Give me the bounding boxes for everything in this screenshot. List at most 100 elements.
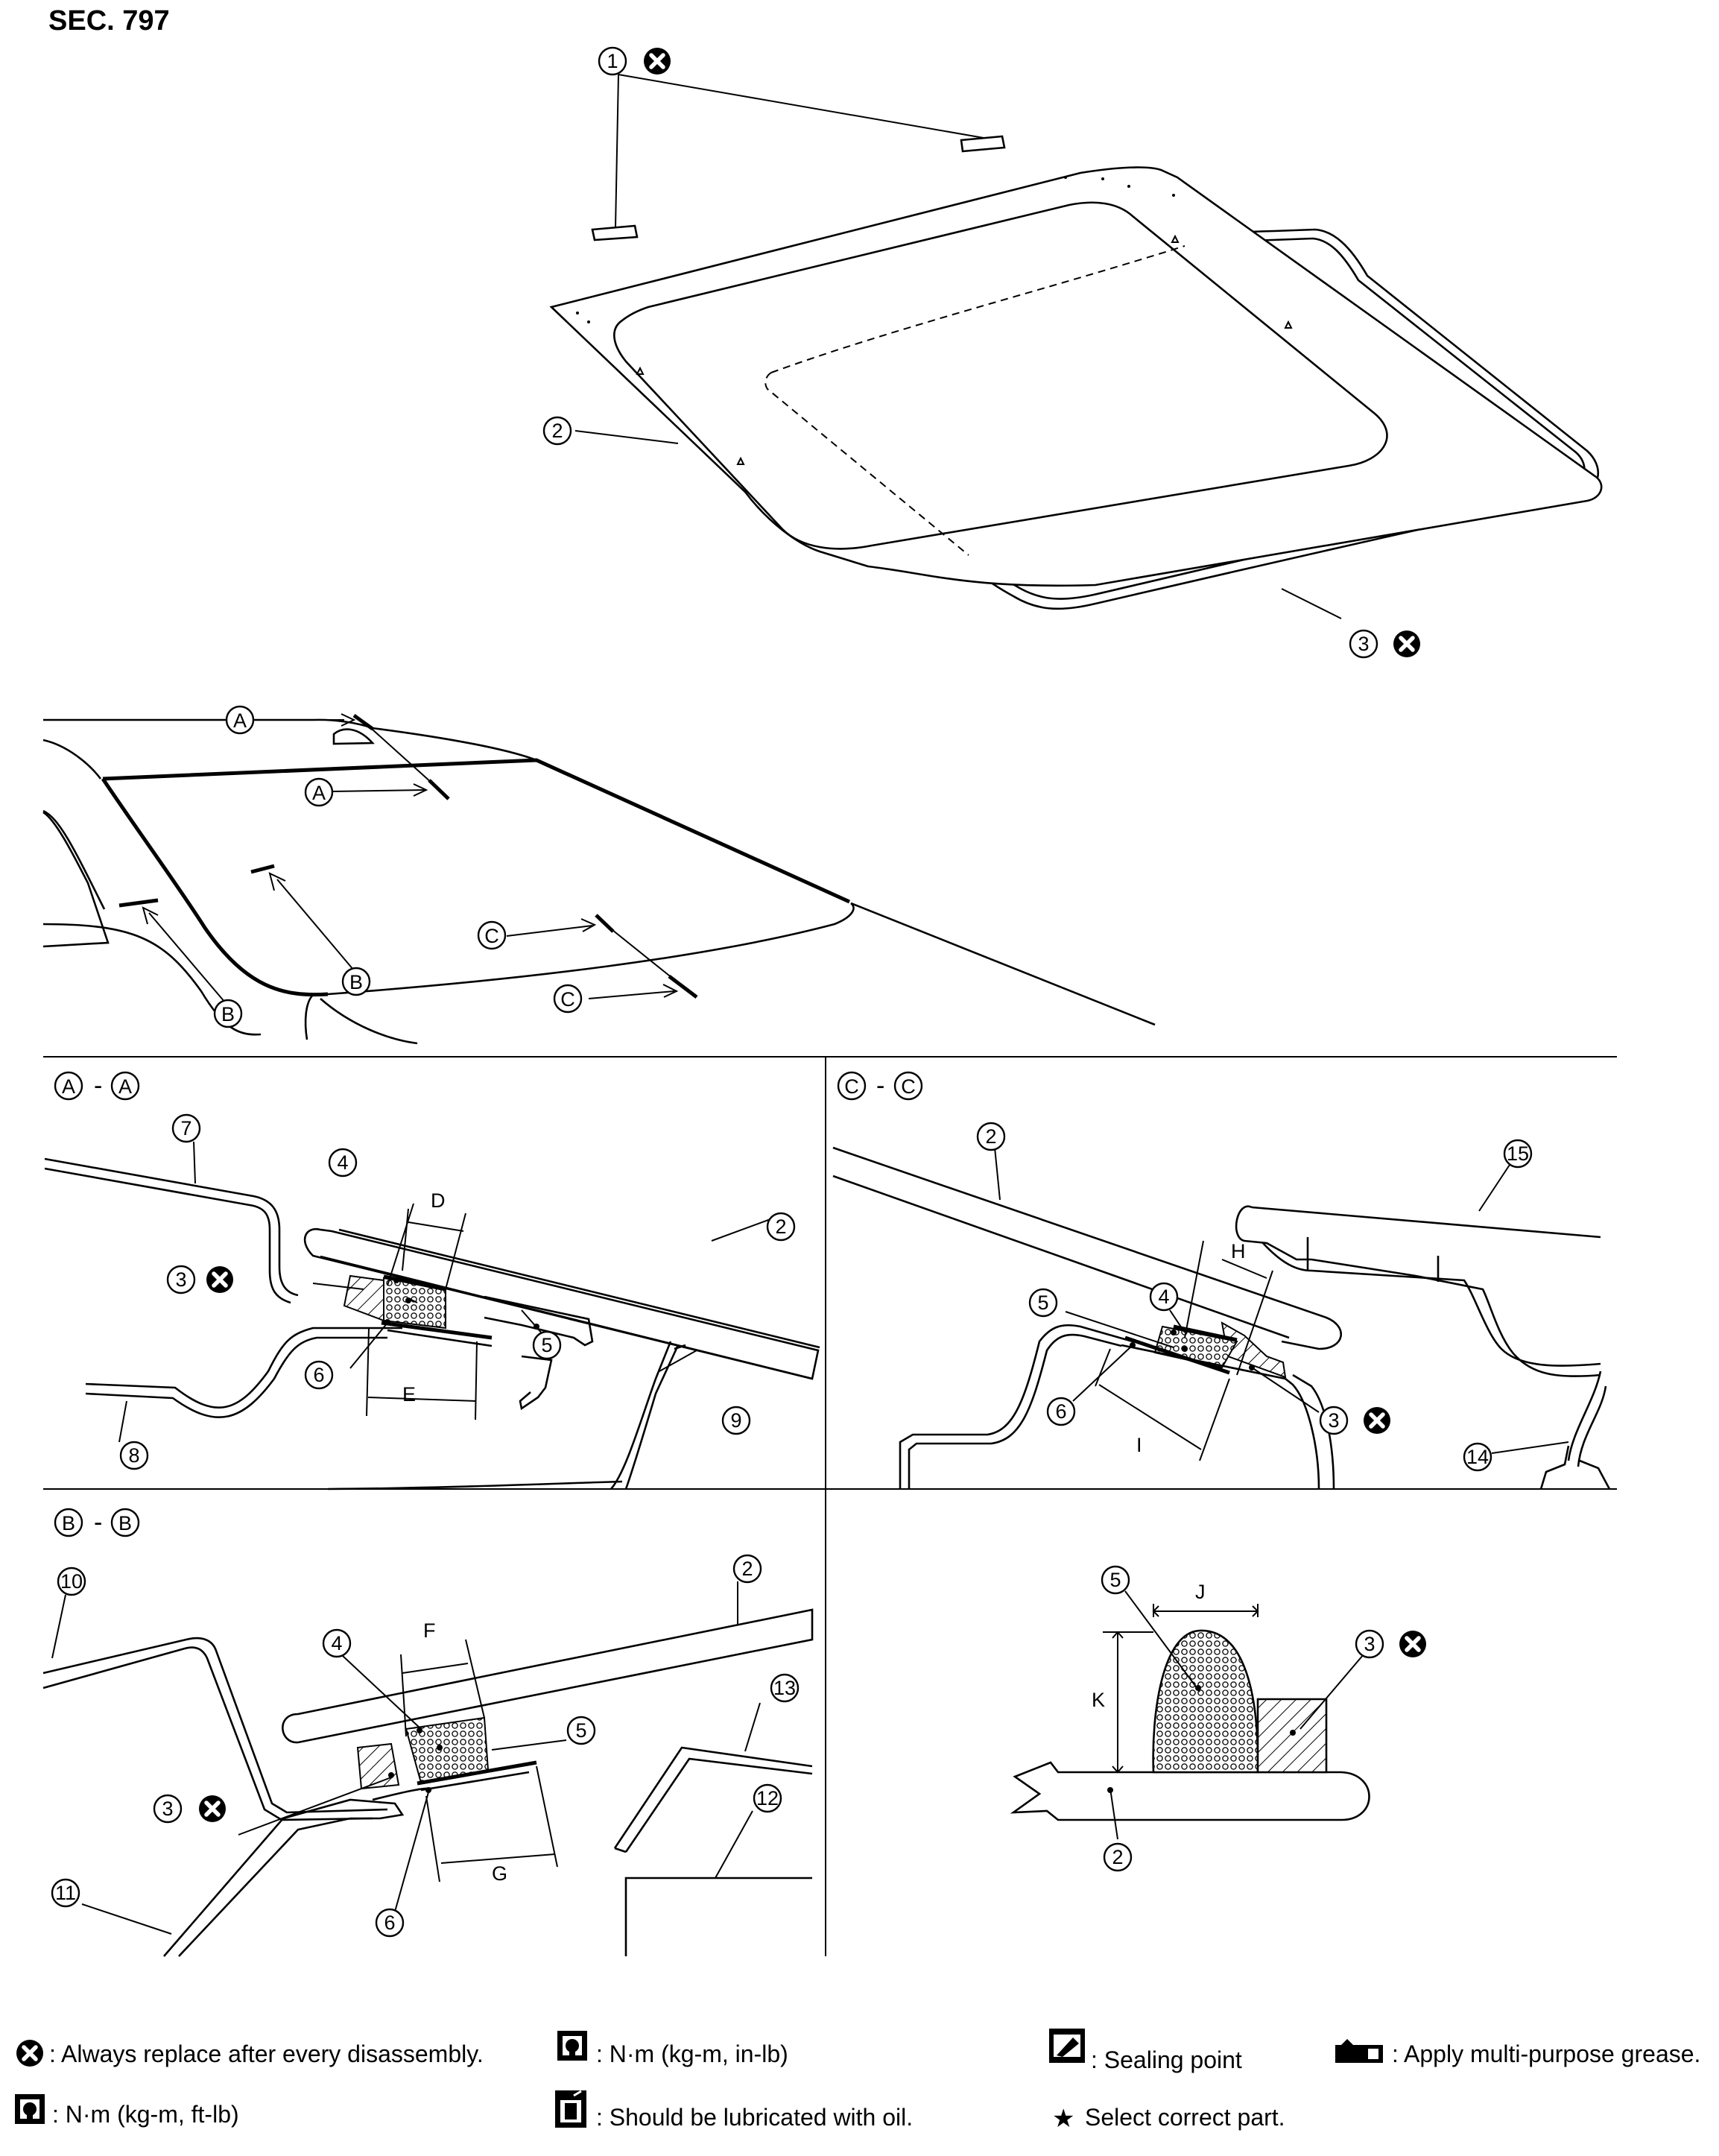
svg-text:-: - [94,1072,102,1100]
bb-callout-12: 12 [753,1783,782,1813]
svg-text:2: 2 [775,1215,786,1238]
replace-x-icon [206,1266,233,1293]
section-bb-title: B - B [54,1508,140,1537]
marker-b-1: B [213,999,243,1028]
torque-wrench-in-icon [557,2031,587,2061]
section-label: SEC. 797 [48,5,170,37]
cc-callout-15: 15 [1503,1139,1533,1169]
svg-text:2: 2 [551,420,563,442]
svg-text:A: A [233,709,247,732]
svg-text:B: B [62,1512,75,1534]
cc-callout-2: 2 [976,1122,1006,1151]
cc-callout-5: 5 [1028,1288,1058,1318]
grease-icon [1335,2039,1383,2063]
svg-text:4: 4 [337,1151,348,1174]
aa-callout-3: 3 [166,1266,233,1293]
bb-callout-11: 11 [51,1878,80,1908]
svg-text:C: C [484,925,499,947]
svg-text:1: 1 [607,50,618,72]
aa-callout-7: 7 [171,1113,201,1143]
marker-c-1: C [477,920,507,950]
marker-b-2: B [341,967,371,996]
svg-text:6: 6 [384,1912,395,1934]
dim-d: D [431,1189,446,1212]
bb-callout-2: 2 [732,1554,762,1584]
svg-text:A: A [312,782,326,804]
svg-text:5: 5 [541,1334,552,1356]
cc-callout-4: 4 [1149,1282,1179,1312]
svg-text:3: 3 [162,1798,173,1820]
replace-x-icon [16,2040,43,2067]
glass-panel [549,166,1603,587]
vehicle-view [42,713,1156,1045]
bb-callout-13: 13 [770,1673,800,1703]
section-cc [832,1146,1611,1490]
dim-h: H [1231,1240,1246,1262]
glass-top-edge [102,758,851,904]
svg-text:3: 3 [1328,1409,1339,1432]
marker-a-2: A [304,777,334,807]
replace-x-icon [1364,1407,1390,1434]
detail-callout-3: 3 [1355,1631,1426,1657]
sealing-point-icon [1049,2029,1085,2063]
bb-callout-3: 3 [153,1795,226,1822]
replace-x-icon [644,48,671,75]
svg-text:6: 6 [1055,1400,1066,1423]
svg-text:C: C [901,1075,916,1098]
svg-text:9: 9 [730,1409,741,1432]
svg-text:A: A [62,1075,75,1098]
bb-callout-10: 10 [57,1567,86,1596]
aa-callout-6: 6 [304,1360,334,1390]
legend-sealing: : Sealing point [1091,2046,1242,2073]
legend-torque-in: : N·m (kg-m, in-lb) [596,2040,788,2067]
svg-text:4: 4 [1158,1286,1169,1308]
svg-text:15: 15 [1507,1142,1529,1165]
exploded-view [549,74,1603,619]
legend-oil: : Should be lubricated with oil. [596,2104,913,2131]
cc-callout-14: 14 [1463,1442,1492,1472]
replace-x-icon [1399,1631,1426,1657]
dim-e: E [402,1383,416,1406]
dim-j: J [1195,1581,1206,1603]
svg-text:14: 14 [1466,1446,1489,1468]
clip-part [591,224,639,241]
cc-callout-6: 6 [1046,1397,1076,1426]
svg-text:8: 8 [128,1444,139,1467]
torque-wrench-ft-icon [15,2094,45,2124]
replace-x-icon [199,1795,226,1822]
section-bb [42,1581,814,1957]
svg-text:6: 6 [313,1364,324,1386]
bb-callout-4: 4 [322,1628,352,1658]
svg-text:C: C [844,1075,859,1098]
svg-text:3: 3 [1358,633,1369,655]
aa-callout-9: 9 [721,1406,751,1435]
seal-detail [1010,1590,1370,1840]
replace-x-icon [1393,630,1420,657]
svg-text:10: 10 [60,1570,83,1593]
svg-text:-: - [876,1072,884,1100]
svg-text:2: 2 [741,1558,753,1580]
marker-a-1: A [225,705,255,735]
svg-text:11: 11 [55,1882,76,1904]
star-icon: ★ [1052,2105,1074,2133]
svg-text:2: 2 [985,1125,996,1148]
callout-1: 1 [598,48,671,75]
svg-text:7: 7 [180,1117,191,1139]
legend-select: Select correct part. [1085,2104,1285,2131]
dim-g: G [492,1862,507,1885]
clip-part [960,135,1006,153]
callout-3: 3 [1349,630,1420,657]
svg-text:5: 5 [1109,1569,1121,1591]
svg-text:-: - [94,1508,102,1537]
dim-k: K [1092,1689,1105,1711]
bb-callout-6: 6 [375,1908,405,1938]
marker-c-2: C [553,984,583,1014]
svg-text:5: 5 [1037,1292,1048,1314]
svg-text:A: A [118,1075,132,1098]
bb-callout-5: 5 [566,1716,596,1745]
dim-i: I [1136,1434,1142,1456]
section-cc-title: C - C [837,1071,923,1101]
svg-text:B: B [349,971,363,993]
cc-callout-3: 3 [1319,1407,1390,1434]
